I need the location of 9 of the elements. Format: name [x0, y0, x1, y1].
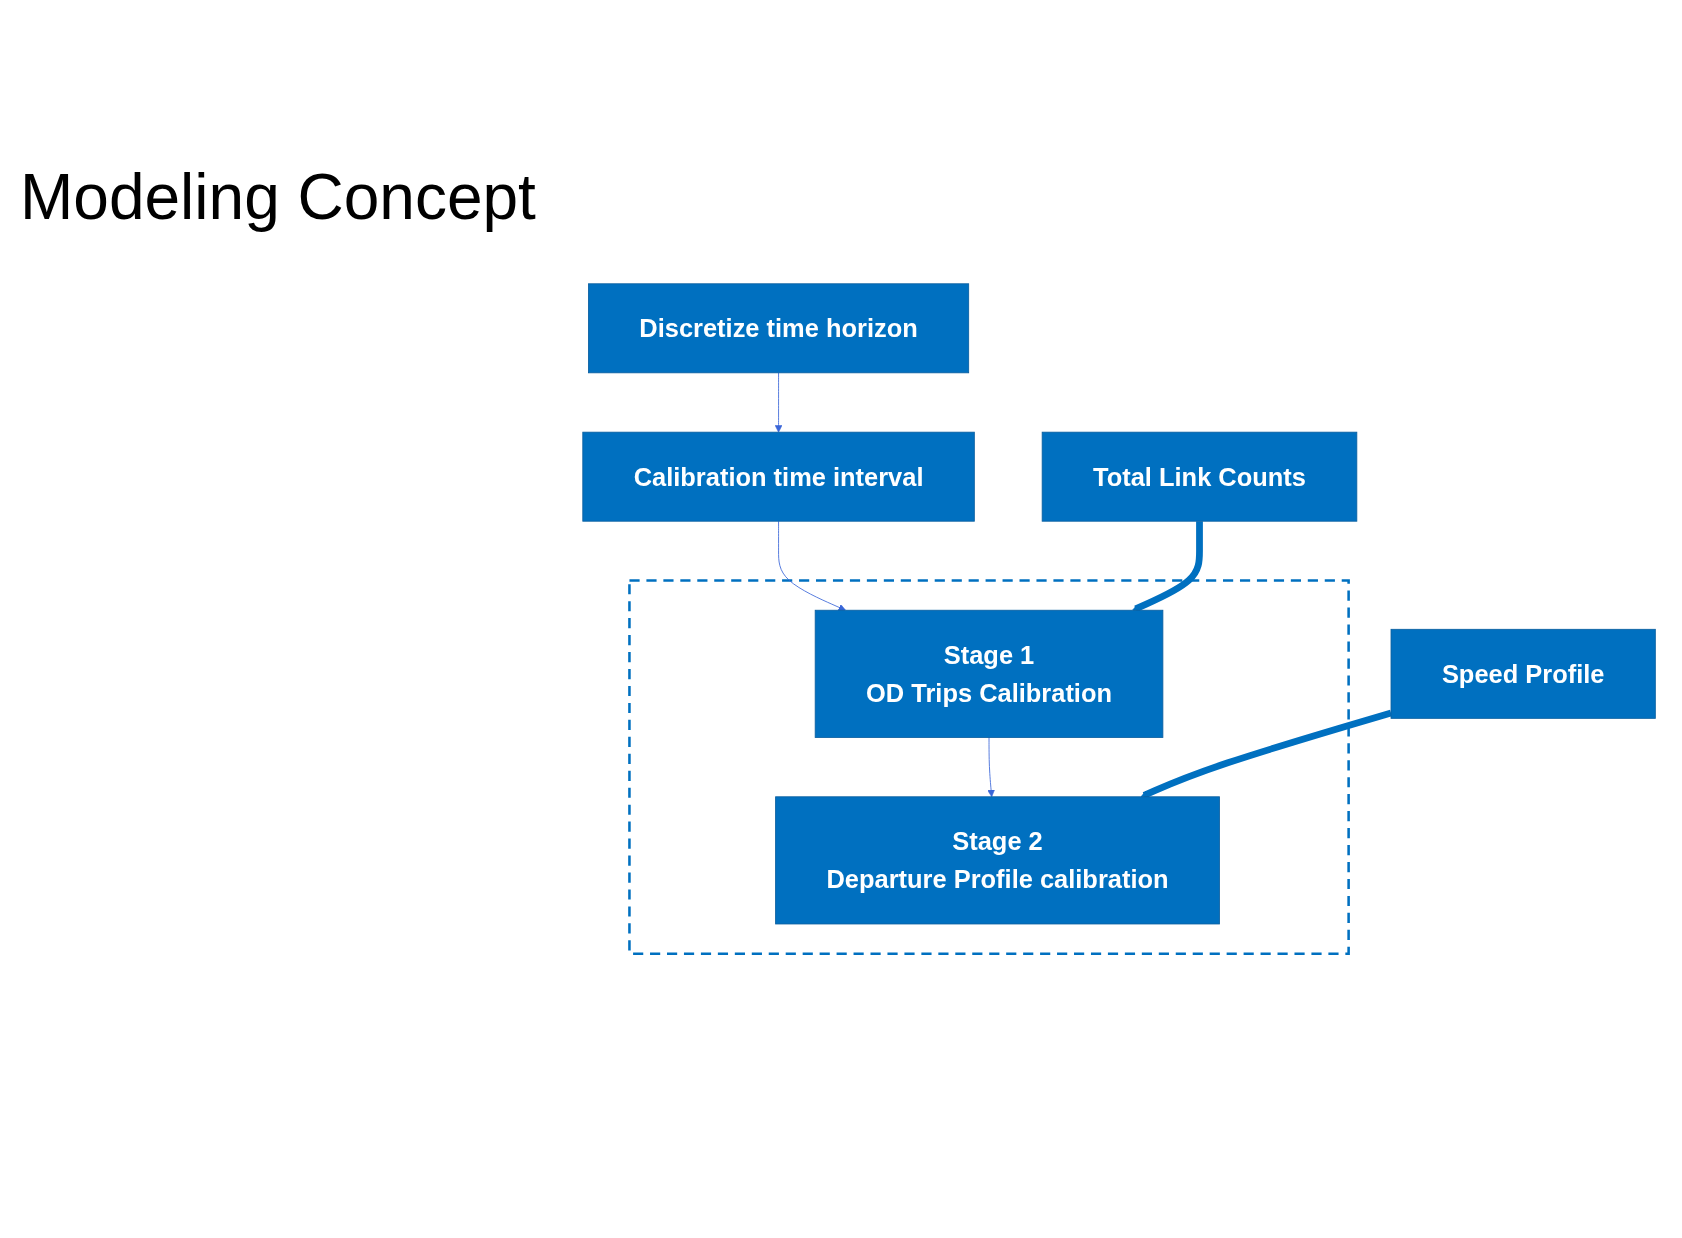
node-box: Stage 1 OD Trips Calibration — [814, 610, 1164, 739]
node-box: Stage 2 Departure Profile calibration — [775, 796, 1220, 925]
arrow — [1140, 709, 1392, 799]
node-box: Calibration time interval — [582, 432, 975, 522]
cluster — [628, 579, 1350, 956]
node-box: Speed Profile — [1390, 629, 1656, 720]
node-box: Total Link Counts — [1041, 432, 1358, 522]
diagram-title: Modeling Concept — [20, 160, 536, 234]
node-box: Discretize time horizon — [587, 283, 969, 374]
